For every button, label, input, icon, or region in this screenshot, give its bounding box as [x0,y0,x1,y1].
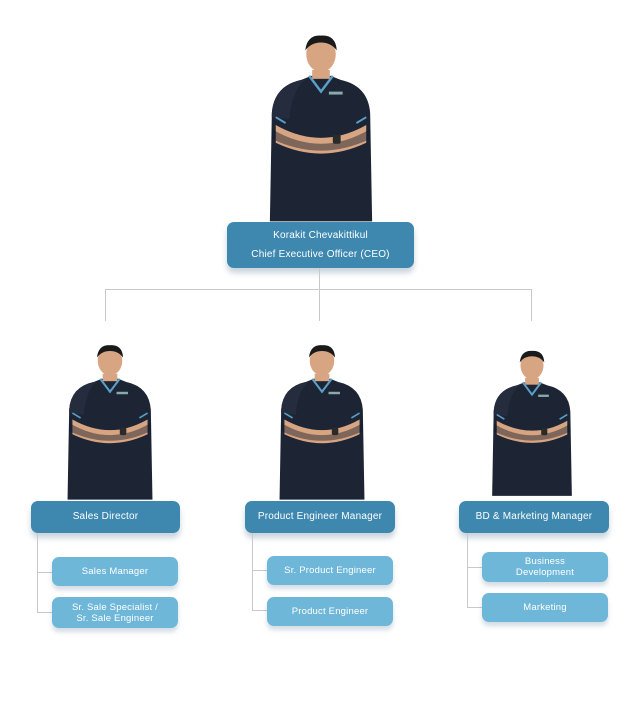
product-engineer-manager-photo [273,344,371,500]
sales-manager-box: Sales Manager [52,557,178,586]
product-engineer-box: Product Engineer [267,597,393,626]
sr-sale-specialist-line1: Sr. Sale Specialist / [71,601,159,613]
product-engineer-manager-box: Product Engineer Manager [245,501,395,533]
bd-marketing-manager-box: BD & Marketing Manager [459,501,609,533]
branch-line-3 [531,289,532,321]
ceo-photo [262,34,380,222]
ceo-connector-vertical [319,268,320,290]
marketing-box: Marketing [482,593,608,622]
business-development-box: Business Development [482,552,608,582]
bd-tree-branch-2 [467,607,482,608]
sr-sale-specialist-line2: Sr. Sale Engineer [76,612,154,624]
product-tree-branch-2 [252,610,267,611]
business-development-line1: Business [524,556,566,567]
product-tree-vertical [252,533,253,611]
sales-tree-vertical [37,533,38,613]
sales-director-box: Sales Director [31,501,180,533]
bd-marketing-manager-photo [486,346,578,500]
sales-director-photo [61,344,159,500]
sales-tree-branch-2 [37,612,52,613]
business-development-line2: Development [515,567,575,578]
product-tree-branch-1 [252,570,267,571]
ceo-box: Korakit Chevakittikul Chief Executive Of… [227,222,414,268]
branch-line-2 [319,289,320,321]
bd-tree-branch-1 [467,567,482,568]
sr-product-engineer-box: Sr. Product Engineer [267,556,393,585]
sr-sale-specialist-box: Sr. Sale Specialist / Sr. Sale Engineer [52,597,178,628]
ceo-connector-horizontal [105,289,532,290]
sales-tree-branch-1 [37,572,52,573]
bd-tree-vertical [467,533,468,608]
ceo-title: Chief Executive Officer (CEO) [251,249,390,260]
branch-line-1 [105,289,106,321]
ceo-name: Korakit Chevakittikul [273,230,368,241]
